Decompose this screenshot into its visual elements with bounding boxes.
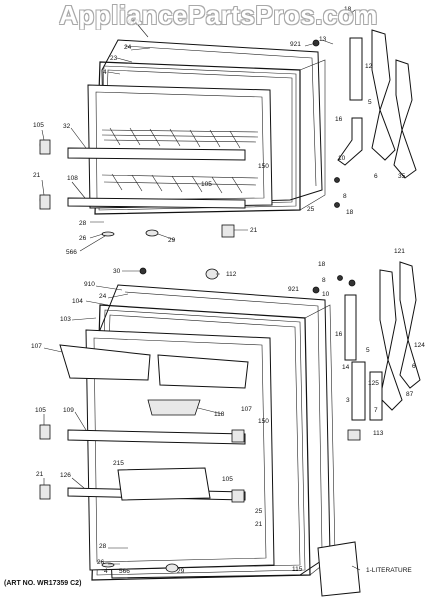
label-910b: 910 [84, 281, 95, 288]
label-125: 125 [368, 380, 379, 387]
label-113: 113 [373, 430, 384, 437]
label-118: 118 [214, 411, 225, 418]
label-107b: 107 [241, 406, 252, 413]
label-109: 109 [63, 407, 74, 414]
label-literature: 1-LITERATURE [366, 567, 412, 574]
label-104: 104 [72, 298, 83, 305]
leader-lines [41, 9, 361, 571]
label-12: 12 [365, 63, 373, 70]
label-107a: 107 [31, 343, 42, 350]
callout-labels: 18 910 24 23 4 921 13 12 5 16 10 8 18 6 … [31, 6, 425, 575]
label-24: 24 [124, 44, 132, 51]
label-6: 6 [374, 173, 378, 180]
label-6b: 6 [412, 363, 416, 370]
label-126: 126 [60, 472, 71, 479]
label-10b: 10 [322, 291, 330, 298]
label-21b: 21 [250, 227, 258, 234]
label-105c: 105 [35, 407, 46, 414]
label-3: 3 [346, 397, 350, 404]
label-29a: 29 [168, 237, 176, 244]
label-18b: 18 [346, 209, 354, 216]
label-24b: 24 [99, 293, 107, 300]
label-921: 921 [290, 41, 301, 48]
label-910: 910 [128, 19, 139, 26]
label-8: 8 [343, 193, 347, 200]
label-23: 23 [110, 55, 118, 62]
label-32: 32 [63, 123, 71, 130]
label-5: 5 [368, 99, 372, 106]
label-108: 108 [67, 175, 78, 182]
label-35: 35 [398, 173, 406, 180]
label-25: 25 [307, 206, 315, 213]
label-87: 87 [406, 391, 414, 398]
label-18: 18 [344, 6, 352, 13]
label-8b: 8 [322, 277, 326, 284]
label-566a: 566 [66, 249, 77, 256]
label-28b: 28 [99, 543, 107, 550]
label-105d: 105 [222, 476, 233, 483]
label-16: 16 [335, 116, 343, 123]
label-566b: 566 [119, 568, 130, 575]
label-150b: 150 [258, 418, 269, 425]
label-4: 4 [103, 69, 107, 76]
label-13: 13 [319, 36, 327, 43]
label-105a: 105 [33, 122, 44, 129]
label-921b: 921 [288, 286, 299, 293]
label-112: 112 [226, 271, 237, 278]
label-26a: 26 [79, 235, 87, 242]
label-28a: 28 [79, 220, 87, 227]
label-150a: 150 [258, 163, 269, 170]
label-21d: 21 [255, 521, 263, 528]
label-14: 14 [342, 364, 350, 371]
label-103: 103 [60, 316, 71, 323]
label-10: 10 [338, 155, 346, 162]
art-number: (ART NO. WR17359 C2) [4, 580, 82, 587]
label-215: 215 [113, 460, 124, 467]
label-29b: 29 [177, 568, 185, 575]
label-21a: 21 [33, 172, 41, 179]
label-26b: 26 [97, 559, 105, 566]
fresh-food-door-assembly [39, 261, 421, 597]
label-121: 121 [394, 248, 405, 255]
label-30: 30 [113, 268, 121, 275]
label-124: 124 [414, 342, 425, 349]
label-115: 115 [292, 566, 303, 573]
label-25b: 25 [255, 508, 263, 515]
label-4b: 4 [104, 568, 108, 575]
label-105b: 105 [201, 181, 212, 188]
label-21c: 21 [36, 471, 44, 478]
freezer-door-assembly [39, 11, 417, 238]
label-5b: 5 [366, 347, 370, 354]
label-7: 7 [374, 407, 378, 414]
label-18c: 18 [318, 261, 326, 268]
label-16b: 16 [335, 331, 343, 338]
